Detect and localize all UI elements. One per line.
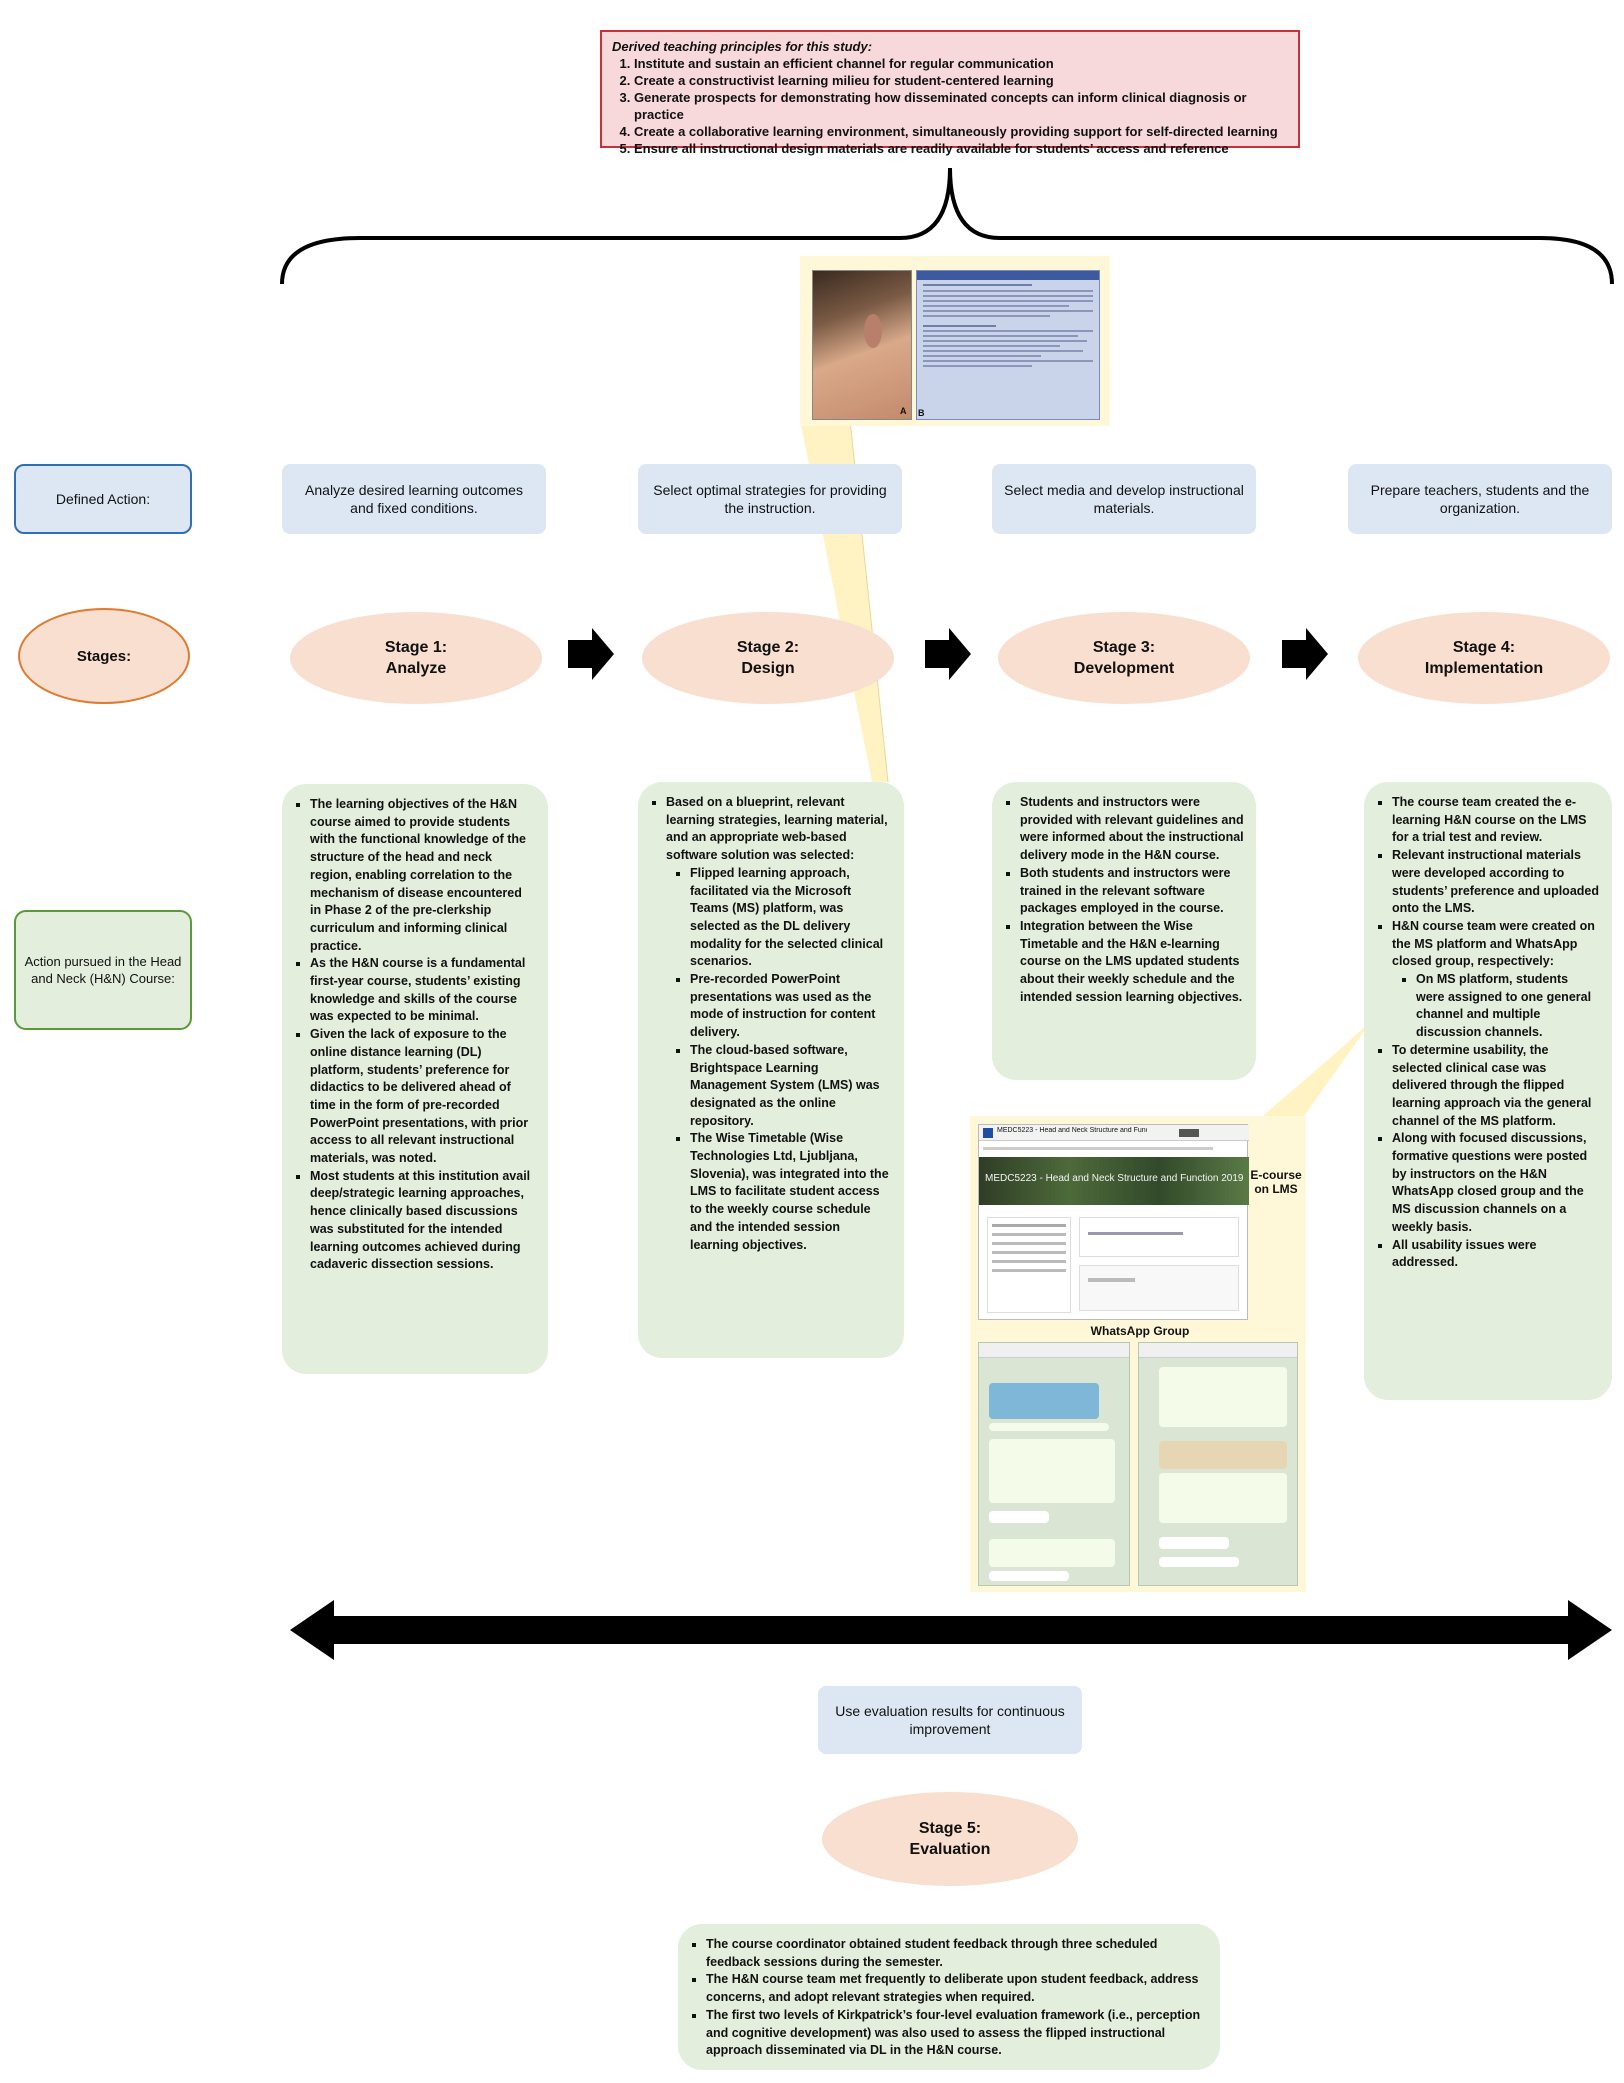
lms-sidebar	[987, 1217, 1071, 1313]
lms-label: E-course on LMS	[1250, 1168, 1302, 1196]
lms-content	[1079, 1217, 1239, 1257]
clinical-case-image: A B	[800, 256, 1110, 426]
stage-2-ellipse: Stage 2: Design	[642, 612, 894, 704]
list-item: To determine usability, the selected cli…	[1392, 1042, 1600, 1131]
stage-number: Stage 2:	[736, 639, 800, 656]
stage-3-actions: Students and instructors were provided w…	[992, 782, 1256, 1080]
lms-banner: MEDC5223 - Head and Neck Structure and F…	[979, 1157, 1249, 1205]
principle-item: Create a constructivist learning milieu …	[634, 72, 1288, 89]
stage-1-ellipse: Stage 1: Analyze	[290, 612, 542, 704]
stage-number: Stage 1:	[384, 639, 448, 656]
list-item: The Wise Timetable (Wise Technologies Lt…	[690, 1130, 892, 1254]
whatsapp-label: WhatsApp Group	[1090, 1324, 1190, 1338]
list-item: Most students at this institution avail …	[310, 1168, 536, 1274]
defined-action-4: Prepare teachers, students and the organ…	[1348, 464, 1612, 534]
list-item: The first two levels of Kirkpatrick’s fo…	[706, 2007, 1208, 2060]
list-item: Based on a blueprint, relevant learning …	[666, 794, 892, 1254]
principle-item: Institute and sustain an efficient chann…	[634, 55, 1288, 72]
patient-photo	[812, 270, 912, 420]
lms-content-2	[1079, 1265, 1239, 1311]
stage4-ms-intro: H&N course team were created on the MS p…	[1392, 918, 1595, 969]
whatsapp-chat-1	[978, 1342, 1130, 1586]
lms-logo-icon	[983, 1128, 993, 1138]
double-arrow-icon	[290, 1600, 1612, 1660]
list-item: Along with focused discussions, formativ…	[1392, 1130, 1600, 1236]
action-pursued-label: Action pursued in the Head and Neck (H&N…	[14, 910, 192, 1030]
lms-topbar: MEDC5223 - Head and Neck Structure and F…	[979, 1125, 1249, 1141]
list-item: The H&N course team met frequently to de…	[706, 1971, 1208, 2006]
arrow-right-icon	[1282, 628, 1328, 680]
principle-item: Ensure all instructional design material…	[634, 140, 1288, 157]
defined-action-label: Defined Action:	[14, 464, 192, 534]
whatsapp-chat-2	[1138, 1342, 1298, 1586]
stage-3-ellipse: Stage 3: Development	[998, 612, 1250, 704]
stage-number: Stage 4:	[1452, 639, 1516, 656]
stage-number: Stage 3:	[1092, 639, 1156, 656]
stage-1-actions: The learning objectives of the H&N cours…	[282, 784, 548, 1374]
list-item: Integration between the Wise Timetable a…	[1020, 918, 1244, 1007]
lms-screenshot: MEDC5223 - Head and Neck Structure and F…	[978, 1124, 1249, 1320]
evaluation-results-box: Use evaluation results for continuous im…	[818, 1686, 1082, 1754]
stage-5-ellipse: Stage 5: Evaluation	[822, 1792, 1078, 1886]
case-panel-label-a: A	[900, 406, 907, 416]
list-item: The course coordinator obtained student …	[706, 1936, 1208, 1971]
lms-whatsapp-panel: MEDC5223 - Head and Neck Structure and F…	[970, 1116, 1306, 1592]
stage-5-actions: The course coordinator obtained student …	[678, 1924, 1220, 2070]
list-item: As the H&N course is a fundamental first…	[310, 955, 536, 1026]
principle-item: Create a collaborative learning environm…	[634, 123, 1288, 140]
stage-name: Development	[1073, 660, 1175, 677]
stage-name: Design	[741, 660, 795, 677]
list-item: Pre-recorded PowerPoint presentations wa…	[690, 971, 892, 1042]
stage-2-actions: Based on a blueprint, relevant learning …	[638, 782, 904, 1358]
defined-action-2: Select optimal strategies for providing …	[638, 464, 902, 534]
stage-4-actions: The course team created the e-learning H…	[1364, 782, 1612, 1400]
list-item: The learning objectives of the H&N cours…	[310, 796, 536, 955]
list-item: Flipped learning approach, facilitated v…	[690, 865, 892, 971]
defined-action-3: Select media and develop instructional m…	[992, 464, 1256, 534]
principle-item: Generate prospects for demonstrating how…	[634, 89, 1288, 123]
lms-tab-title: MEDC5223 - Head and Neck Structure and F…	[997, 1127, 1147, 1134]
stage-name: Implementation	[1424, 660, 1544, 677]
principles-title: Derived teaching principles for this stu…	[612, 39, 873, 54]
arrow-right-icon	[925, 628, 971, 680]
arrow-right-icon	[568, 628, 614, 680]
list-item: H&N course team were created on the MS p…	[1392, 918, 1600, 1042]
case-panel-label-b: B	[918, 408, 925, 418]
list-item: The course team created the e-learning H…	[1392, 794, 1600, 847]
lms-banner-title: MEDC5223 - Head and Neck Structure and F…	[985, 1173, 1243, 1184]
stage2-intro: Based on a blueprint, relevant learning …	[666, 795, 888, 863]
list-item: Given the lack of exposure to the online…	[310, 1026, 536, 1168]
list-item: Both students and instructors were train…	[1020, 865, 1244, 918]
list-item: All usability issues were addressed.	[1392, 1237, 1600, 1272]
list-item: The cloud-based software, Brightspace Le…	[690, 1042, 892, 1131]
case-text-panel	[916, 270, 1100, 420]
stage-name: Evaluation	[909, 1841, 991, 1858]
stage-name: Analyze	[385, 660, 447, 677]
curly-brace	[280, 167, 1614, 285]
list-item: On MS platform, students were assigned t…	[1416, 971, 1600, 1042]
stage-4-ellipse: Stage 4: Implementation	[1358, 612, 1610, 704]
defined-action-1: Analyze desired learning outcomes and fi…	[282, 464, 546, 534]
stage-number: Stage 5:	[918, 1820, 982, 1837]
list-item: Students and instructors were provided w…	[1020, 794, 1244, 865]
ear-shape	[864, 314, 882, 348]
list-item: Relevant instructional materials were de…	[1392, 847, 1600, 918]
stages-label: Stages:	[18, 608, 190, 704]
teaching-principles-box: Derived teaching principles for this stu…	[600, 30, 1300, 156]
principles-list: Institute and sustain an efficient chann…	[612, 55, 1288, 157]
